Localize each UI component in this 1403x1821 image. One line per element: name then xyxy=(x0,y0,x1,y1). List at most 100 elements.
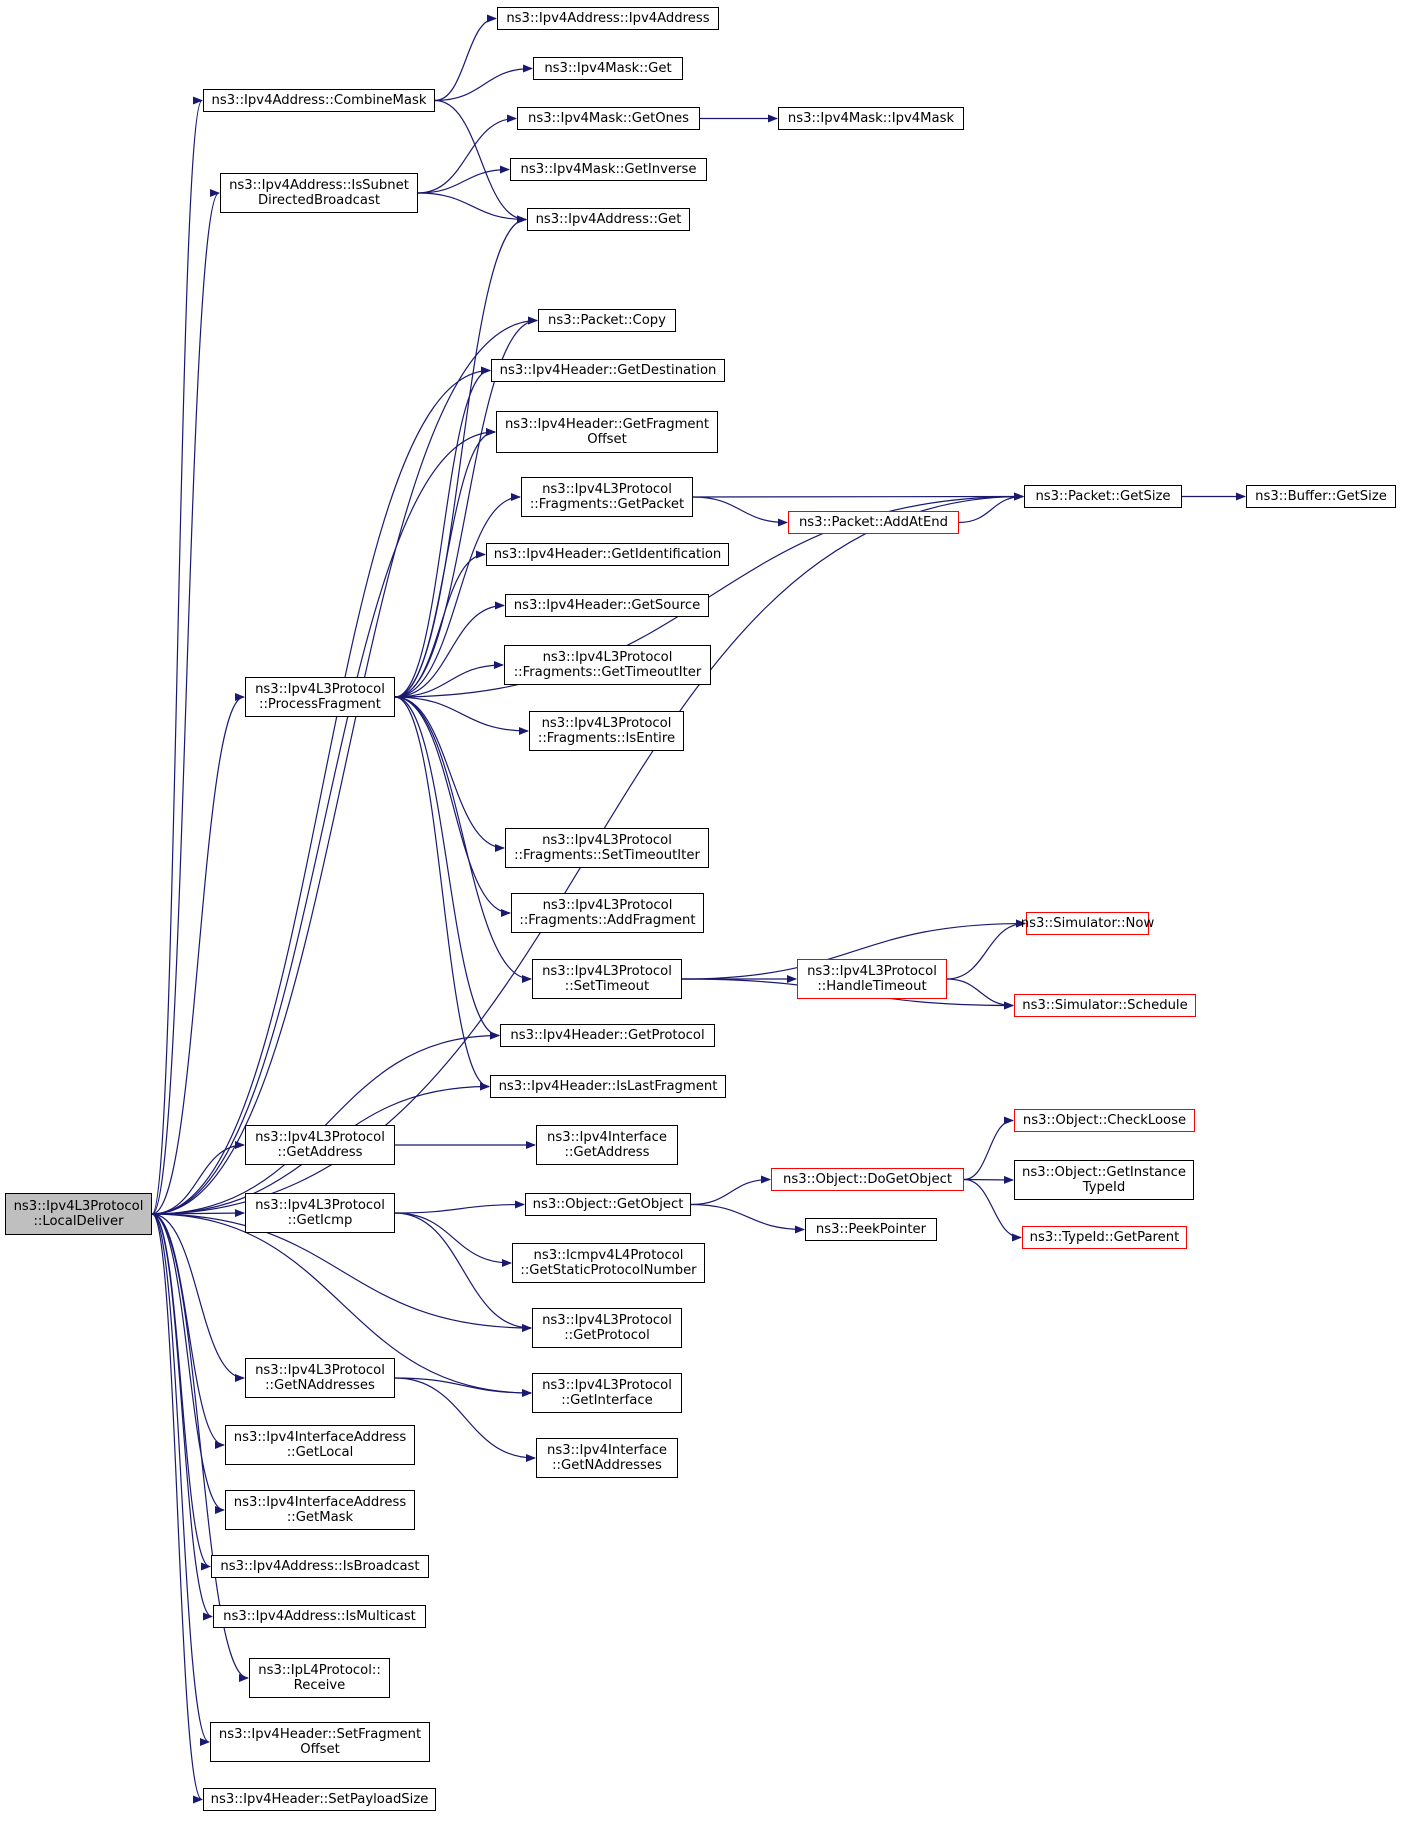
edge-dogetobject-to-checkloose xyxy=(963,1116,1014,1181)
edge-root-to-getdest xyxy=(151,366,491,1215)
node-icmpstatic[interactable]: ns3::Icmpv4L4Protocol ::GetStaticProtoco… xyxy=(512,1243,705,1283)
node-getident[interactable]: ns3::Ipv4Header::GetIdentification xyxy=(486,543,729,566)
edge-getobject-to-dogetobject xyxy=(690,1175,771,1206)
edge-root-to-procfrag xyxy=(151,693,245,1215)
edge-geticmp-to-getobject xyxy=(394,1200,525,1214)
node-getdest[interactable]: ns3::Ipv4Header::GetDestination xyxy=(491,359,725,382)
node-getobject[interactable]: ns3::Object::GetObject xyxy=(525,1193,691,1216)
node-getones[interactable]: ns3::Ipv4Mask::GetOnes xyxy=(517,107,700,130)
node-maskctor[interactable]: ns3::Ipv4Mask::Ipv4Mask xyxy=(778,107,964,130)
edge-root-to-copy xyxy=(151,316,538,1215)
edge-combine-to-addrget xyxy=(434,99,527,224)
edge-getnaddresses-to-getinterface xyxy=(394,1377,532,1397)
edge-procfrag-to-getfragoff xyxy=(394,428,496,698)
node-getprotocolhdr[interactable]: ns3::Ipv4Header::GetProtocol xyxy=(500,1024,715,1047)
edge-procfrag-to-getsource xyxy=(394,601,505,698)
node-isbroadcast[interactable]: ns3::Ipv4Address::IsBroadcast xyxy=(211,1555,429,1578)
node-l3getaddress[interactable]: ns3::Ipv4L3Protocol ::GetAddress xyxy=(245,1125,395,1165)
node-addrctor[interactable]: ns3::Ipv4Address::Ipv4Address xyxy=(497,7,719,30)
node-settimeout[interactable]: ns3::Ipv4L3Protocol ::SetTimeout xyxy=(532,959,682,999)
node-simnow[interactable]: ns3::Simulator::Now xyxy=(1021,912,1154,935)
edge-handletimeout-to-schedule xyxy=(946,978,1014,1010)
edge-dogetobject-to-getparent xyxy=(963,1178,1022,1242)
edge-procfrag-to-getsize xyxy=(394,492,1024,698)
edge-root-to-ismulticast xyxy=(151,1213,213,1621)
edge-root-to-getinterface xyxy=(151,1213,532,1397)
edge-procfrag-to-settimeout xyxy=(394,696,532,983)
edge-procfrag-to-getpacket xyxy=(394,493,521,698)
node-dogetobject[interactable]: ns3::Object::DoGetObject xyxy=(771,1168,964,1191)
edge-addatend-to-getsize xyxy=(958,492,1024,524)
edge-getpacket-to-getsize xyxy=(692,492,1024,501)
node-ismulticast[interactable]: ns3::Ipv4Address::IsMulticast xyxy=(213,1605,426,1628)
edge-root-to-getprotocolhdr xyxy=(151,1031,500,1215)
edge-getpacket-to-addatend xyxy=(692,496,788,527)
edge-procfrag-to-gettimeoutiter xyxy=(394,661,504,698)
edge-geticmp-to-l3getprotocol xyxy=(394,1212,532,1332)
node-ifgetaddress[interactable]: ns3::Ipv4Interface ::GetAddress xyxy=(536,1125,678,1165)
node-getinverse[interactable]: ns3::Ipv4Mask::GetInverse xyxy=(510,158,707,181)
edge-procfrag-to-islastfrag xyxy=(394,696,490,1091)
edge-root-to-l3getprotocol xyxy=(151,1213,532,1332)
node-gettimeoutiter[interactable]: ns3::Ipv4L3Protocol ::Fragments::GetTime… xyxy=(504,645,711,685)
node-copy[interactable]: ns3::Packet::Copy xyxy=(538,309,676,332)
edge-root-to-getnaddresses xyxy=(151,1213,245,1382)
edge-procfrag-to-getdest xyxy=(394,366,491,698)
node-getparent[interactable]: ns3::TypeId::GetParent xyxy=(1022,1226,1187,1249)
node-peekpointer[interactable]: ns3::PeekPointer xyxy=(805,1218,937,1241)
edge-procfrag-to-settimeoutiter xyxy=(394,696,505,852)
node-bufgetsize[interactable]: ns3::Buffer::GetSize xyxy=(1246,485,1396,508)
edge-root-to-combine xyxy=(151,96,203,1215)
edge-geticmp-to-icmpstatic xyxy=(394,1212,512,1267)
node-setpayload[interactable]: ns3::Ipv4Header::SetPayloadSize xyxy=(203,1788,436,1811)
edge-root-to-getfragoff xyxy=(151,428,496,1215)
node-getsource[interactable]: ns3::Ipv4Header::GetSource xyxy=(505,594,709,617)
node-geticmp[interactable]: ns3::Ipv4L3Protocol ::GetIcmp xyxy=(245,1193,395,1233)
edge-root-to-setfragoff xyxy=(151,1213,210,1746)
node-getnaddresses[interactable]: ns3::Ipv4L3Protocol ::GetNAddresses xyxy=(245,1358,395,1398)
node-islastfrag[interactable]: ns3::Ipv4Header::IsLastFragment xyxy=(490,1075,726,1098)
edge-combine-to-maskget xyxy=(434,64,533,102)
node-addrget[interactable]: ns3::Ipv4Address::Get xyxy=(527,208,690,231)
node-checkloose[interactable]: ns3::Object::CheckLoose xyxy=(1014,1109,1195,1132)
edge-root-to-setpayload xyxy=(151,1213,203,1804)
edge-root-to-l4receive xyxy=(151,1213,249,1682)
node-schedule[interactable]: ns3::Simulator::Schedule xyxy=(1014,994,1196,1017)
node-procfrag[interactable]: ns3::Ipv4L3Protocol ::ProcessFragment xyxy=(245,677,395,717)
node-getinstance[interactable]: ns3::Object::GetInstance TypeId xyxy=(1014,1160,1194,1200)
node-addatend[interactable]: ns3::Packet::AddAtEnd xyxy=(788,511,959,534)
node-setfragoff[interactable]: ns3::Ipv4Header::SetFragment Offset xyxy=(210,1722,430,1762)
node-settimeoutiter[interactable]: ns3::Ipv4L3Protocol ::Fragments::SetTime… xyxy=(505,828,709,868)
node-ifmask[interactable]: ns3::Ipv4InterfaceAddress ::GetMask xyxy=(225,1490,415,1530)
edge-root-to-ifmask xyxy=(151,1213,225,1514)
node-combine[interactable]: ns3::Ipv4Address::CombineMask xyxy=(203,89,435,112)
node-addfragment[interactable]: ns3::Ipv4L3Protocol ::Fragments::AddFrag… xyxy=(511,893,704,933)
node-maskget[interactable]: ns3::Ipv4Mask::Get xyxy=(533,57,683,80)
edge-root-to-l3getaddress xyxy=(151,1141,245,1215)
edge-procfrag-to-getident xyxy=(394,550,486,698)
edge-root-to-issubnet xyxy=(151,189,220,1215)
edge-handletimeout-to-simnow xyxy=(946,919,1026,980)
node-getpacket[interactable]: ns3::Ipv4L3Protocol ::Fragments::GetPack… xyxy=(521,477,693,517)
node-iflocal[interactable]: ns3::Ipv4InterfaceAddress ::GetLocal xyxy=(225,1425,415,1465)
node-l3getprotocol[interactable]: ns3::Ipv4L3Protocol ::GetProtocol xyxy=(532,1308,682,1348)
node-isentire[interactable]: ns3::Ipv4L3Protocol ::Fragments::IsEntir… xyxy=(529,711,684,751)
node-issubnet[interactable]: ns3::Ipv4Address::IsSubnet DirectedBroad… xyxy=(220,173,418,213)
node-ifnaddresses[interactable]: ns3::Ipv4Interface ::GetNAddresses xyxy=(536,1438,678,1478)
edge-dogetobject-to-getinstance xyxy=(963,1175,1014,1184)
node-getsize[interactable]: ns3::Packet::GetSize xyxy=(1024,485,1182,508)
edge-issubnet-to-getinverse xyxy=(417,165,510,194)
edge-procfrag-to-addfragment xyxy=(394,696,511,917)
node-handletimeout[interactable]: ns3::Ipv4L3Protocol ::HandleTimeout xyxy=(797,959,947,999)
edge-combine-to-addrctor xyxy=(434,14,497,102)
node-getfragoff[interactable]: ns3::Ipv4Header::GetFragment Offset xyxy=(496,411,718,453)
edge-procfrag-to-isentire xyxy=(394,696,529,735)
edge-getnaddresses-to-ifnaddresses xyxy=(394,1377,536,1462)
node-l4receive[interactable]: ns3::IpL4Protocol:: Receive xyxy=(249,1658,390,1698)
node-root: ns3::Ipv4L3Protocol ::LocalDeliver xyxy=(5,1193,152,1235)
node-getinterface[interactable]: ns3::Ipv4L3Protocol ::GetInterface xyxy=(532,1373,682,1413)
edge-issubnet-to-getones xyxy=(417,114,517,194)
edge-getobject-to-peekpointer xyxy=(690,1203,805,1234)
